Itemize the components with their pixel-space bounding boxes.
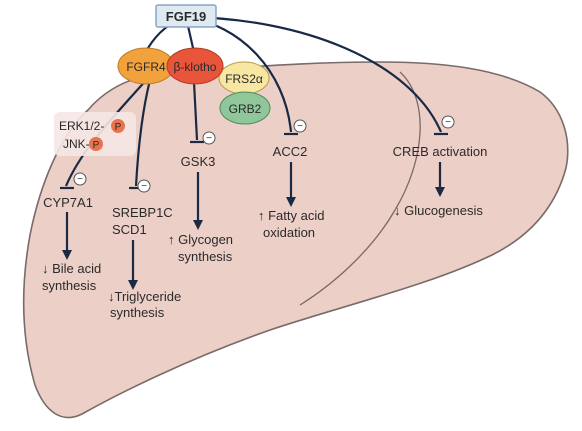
gsk3-minus-icon [202,131,216,145]
jnk-label: JNK- [63,137,90,151]
gsk3-label: GSK3 [181,154,216,169]
fgf19-creb-line [185,15,443,133]
erk-label: ERK1/2- [59,119,104,133]
glycogen-outcome-line2: synthesis [178,249,233,264]
srebp-minus-sign: − [141,181,147,192]
fatty-acid-outcome-line1: ↑ Fatty acid [258,208,324,223]
fgf19-box [155,4,217,28]
klotho-gsk3-line [192,81,199,141]
triglyceride-outcome-line2: synthesis [110,305,165,320]
fatty-acid-outcome-line2: oxidation [263,225,315,240]
fgfr4-label: FGFR4 [126,60,166,74]
beta-klotho-node [166,47,224,85]
glycogen-outcome-line1: ↑ Glycogen [168,232,233,247]
bile-acid-outcome-line2: synthesis [42,278,97,293]
cyp7a1-minus-sign: − [77,174,83,185]
acc2-minus-sign: − [297,121,303,132]
jnk-phospho-icon [89,137,103,151]
lobe-division [299,71,421,306]
liver-outline [22,61,569,419]
creb-minus-sign: − [445,117,451,128]
grb2-label: GRB2 [229,102,262,116]
srebp-minus-icon [137,179,151,193]
beta-klotho-label: β-klotho [174,60,217,74]
erk-phospho-icon [111,119,125,133]
fgf19-label: FGF19 [166,9,206,24]
srebp1c-label: SREBP1C [112,205,173,220]
bile-acid-outcome-line1: ↓ Bile acid [42,261,101,276]
gsk3-minus-sign: − [206,133,212,144]
fgfr4-srebp-line [134,79,152,187]
grb2-node [219,91,271,125]
acc2-minus-icon [293,119,307,133]
erk-phospho-label: P [115,122,122,133]
frs2a-label: FRS2α [225,72,263,86]
cyp7a1-minus-icon [73,172,87,186]
scd1-label: SCD1 [112,222,147,237]
cyp7a1-label: CYP7A1 [43,195,93,210]
creb-label: CREB activation [393,144,488,159]
jnk-phospho-label: P [93,140,100,151]
acc2-label: ACC2 [273,144,308,159]
triglyceride-outcome-line1: ↓Triglyceride [108,289,181,304]
glucogenesis-outcome: ↓ Glucogenesis [394,203,483,218]
creb-minus-icon [441,115,455,129]
